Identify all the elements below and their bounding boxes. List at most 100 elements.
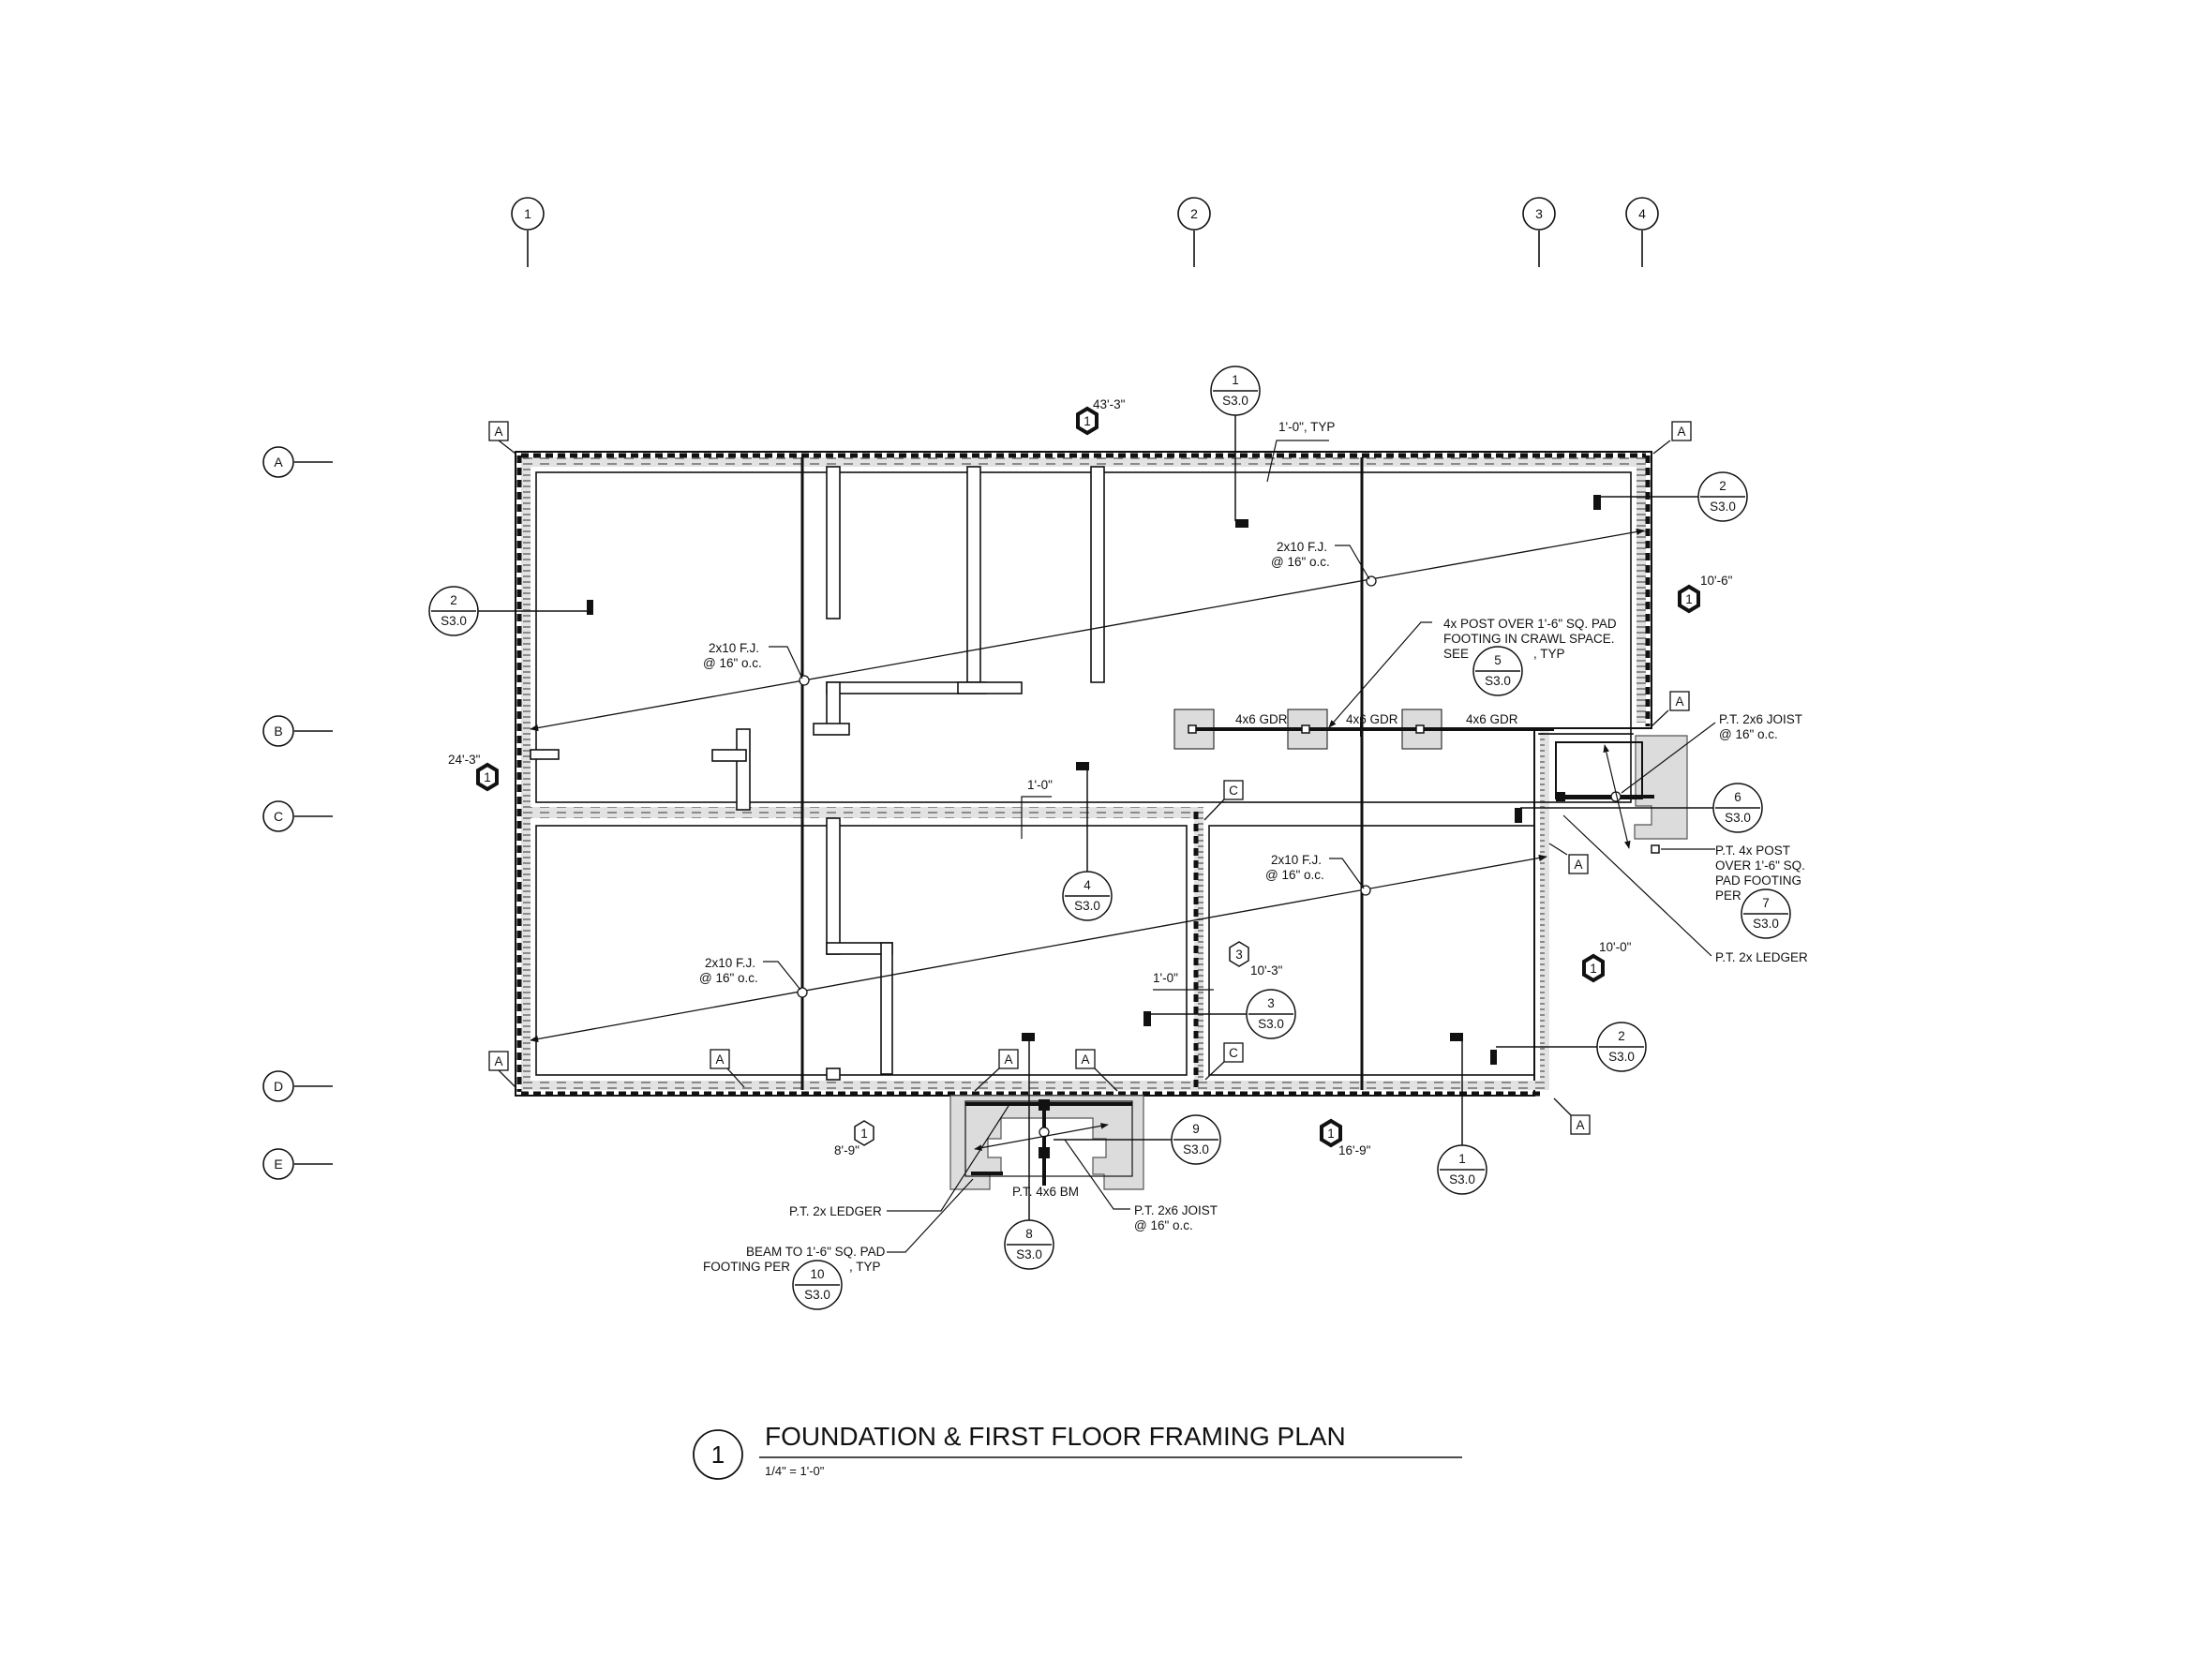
note-fj-upper-left: 2x10 F.J. @ 16" o.c. xyxy=(703,641,803,679)
section-references: 1 S3.0 2 S3.0 2 S3.0 4 S3.0 5 S3.0 xyxy=(428,366,1791,1310)
section-ref-sheet: S3.0 xyxy=(441,614,467,628)
wall-tag-a: A xyxy=(1548,843,1589,874)
note-text: @ 16" o.c. xyxy=(1134,1218,1193,1232)
note-text: PAD FOOTING xyxy=(1715,873,1801,888)
partition-7 xyxy=(813,723,850,736)
post-2 xyxy=(1301,724,1310,734)
grid-row-d: D xyxy=(262,1070,333,1102)
section-ref-10: 10 S3.0 xyxy=(792,1260,843,1310)
section-ref-sheet: S3.0 xyxy=(1608,1050,1635,1064)
cut-head xyxy=(1076,762,1089,770)
section-ref-1-top: 1 S3.0 xyxy=(1210,366,1261,521)
grid-row-label: B xyxy=(274,724,282,739)
grid-column-label: 3 xyxy=(1535,206,1543,221)
note-beam-footing: BEAM TO 1'-6" SQ. PAD FOOTING PER , TYP xyxy=(703,1178,974,1274)
wall-tag-a: A xyxy=(488,1051,516,1088)
dim-tag-top: 1 43'-3" xyxy=(1076,397,1126,436)
porch-frame xyxy=(1555,741,1643,799)
note-text: @ 16" o.c. xyxy=(1271,555,1330,569)
cut-head xyxy=(1143,1011,1151,1026)
dim-tag-label: 10'-0" xyxy=(1599,940,1632,954)
note-text: 1'-0" xyxy=(1153,971,1178,985)
span-arrow-south xyxy=(530,854,1547,1043)
wall-tag-letter: A xyxy=(1576,1118,1584,1132)
grid-row-c: C xyxy=(262,800,333,832)
title-number-bubble xyxy=(693,1429,743,1480)
section-ref-number: 2 xyxy=(450,593,457,607)
grid-row-label: A xyxy=(274,455,283,470)
note-text: OVER 1'-6" SQ. xyxy=(1715,858,1805,873)
title-number: 1 xyxy=(711,1441,725,1469)
section-ref-number: 9 xyxy=(1192,1122,1200,1136)
section-ref-number: 4 xyxy=(1084,878,1091,892)
porch-beam-post-top xyxy=(1039,1099,1050,1111)
dim-tag-bottom-right: 1 16'-9" xyxy=(1320,1118,1371,1157)
section-ref-sheet: S3.0 xyxy=(1016,1247,1042,1261)
note-text: 4x POST OVER 1'-6" SQ. PAD xyxy=(1443,617,1617,631)
section-ref-sheet: S3.0 xyxy=(1449,1172,1475,1187)
cut-head xyxy=(1450,1033,1463,1041)
porch-span-south xyxy=(974,1123,1109,1151)
dim-tag-number: 1 xyxy=(1590,962,1597,976)
note-text: , TYP xyxy=(1533,647,1565,661)
girder-label: 4x6 GDR xyxy=(1466,712,1518,726)
span-node-3 xyxy=(797,987,808,998)
grid-column-3: 3 xyxy=(1522,197,1556,267)
wall-tag-letter: C xyxy=(1229,784,1238,798)
grid-column-2: 2 xyxy=(1177,197,1211,267)
section-ref-4: 4 S3.0 xyxy=(1062,769,1113,921)
dim-tag-center: 3 10'-3" xyxy=(1229,941,1283,978)
note-text: 1'-0", TYP xyxy=(1278,420,1335,434)
span-arrow-north xyxy=(530,528,1645,732)
cut-head xyxy=(1235,519,1248,528)
porch-footing xyxy=(1634,735,1688,840)
east-porch xyxy=(1555,735,1688,854)
grid-column-1: 1 xyxy=(511,197,545,267)
note-text: FOOTING PER xyxy=(703,1260,790,1274)
wall-tag-letter: A xyxy=(1004,1052,1012,1067)
note-pt-post-east: P.T. 4x POST OVER 1'-6" SQ. PAD FOOTING … xyxy=(1661,843,1805,903)
dim-tag-number: 1 xyxy=(860,1127,868,1141)
cut-head xyxy=(1515,808,1522,823)
wall-band-west xyxy=(521,457,531,1090)
wall-type-tags: A A A A A A A A A C C xyxy=(488,421,1692,1135)
section-ref-7: 7 S3.0 xyxy=(1741,888,1791,939)
wall-tag-letter: A xyxy=(1574,858,1582,872)
wall-tag-letter: A xyxy=(1675,694,1683,709)
section-ref-sheet: S3.0 xyxy=(1222,394,1248,408)
foundation-outline xyxy=(515,451,1652,1097)
cut-head xyxy=(587,600,593,615)
foundation-walls xyxy=(515,451,1652,1097)
grid-column-markers: 1 2 3 4 xyxy=(511,197,1659,267)
section-ref-sheet: S3.0 xyxy=(1710,500,1736,514)
south-porch xyxy=(949,1095,1144,1190)
section-ref-number: 5 xyxy=(1494,653,1502,667)
note-pt-joist-east: P.T. 2x6 JOIST @ 16" o.c. xyxy=(1621,712,1802,794)
section-ref-1-bottom: 1 S3.0 xyxy=(1437,1040,1487,1195)
wall-tag-a: A xyxy=(1651,691,1690,727)
wall-tag-c: C xyxy=(1204,1042,1244,1081)
note-text: BEAM TO 1'-6" SQ. PAD xyxy=(746,1245,886,1259)
note-text: SEE xyxy=(1443,647,1469,661)
porch-span-arrow xyxy=(1603,744,1631,849)
drawing-title: FOUNDATION & FIRST FLOOR FRAMING PLAN xyxy=(765,1422,1346,1451)
note-typ-spacing: 1'-0", TYP xyxy=(1266,420,1335,483)
dim-tag-right-upper: 1 10'-6" xyxy=(1678,574,1733,614)
partition-10 xyxy=(530,749,560,760)
grid-row-label: D xyxy=(274,1079,283,1094)
dim-tag-number: 1 xyxy=(1327,1127,1335,1141)
note-text: 2x10 F.J. xyxy=(705,956,755,970)
wall-tag-letter: A xyxy=(494,425,502,439)
grid-row-e: E xyxy=(262,1148,333,1180)
section-ref-9: 9 S3.0 xyxy=(1054,1114,1221,1165)
grid-row-markers: A B C D E xyxy=(262,446,333,1180)
section-ref-number: 2 xyxy=(1719,479,1726,493)
wall-tag-a: A xyxy=(710,1049,745,1088)
note-text: @ 16" o.c. xyxy=(1719,727,1778,741)
grid-row-b: B xyxy=(262,715,333,747)
section-ref-sheet: S3.0 xyxy=(804,1288,830,1302)
note-text: , TYP xyxy=(849,1260,881,1274)
grid-column-label: 1 xyxy=(524,206,531,221)
grid-column-4: 4 xyxy=(1625,197,1659,267)
section-ref-number: 8 xyxy=(1025,1227,1033,1241)
